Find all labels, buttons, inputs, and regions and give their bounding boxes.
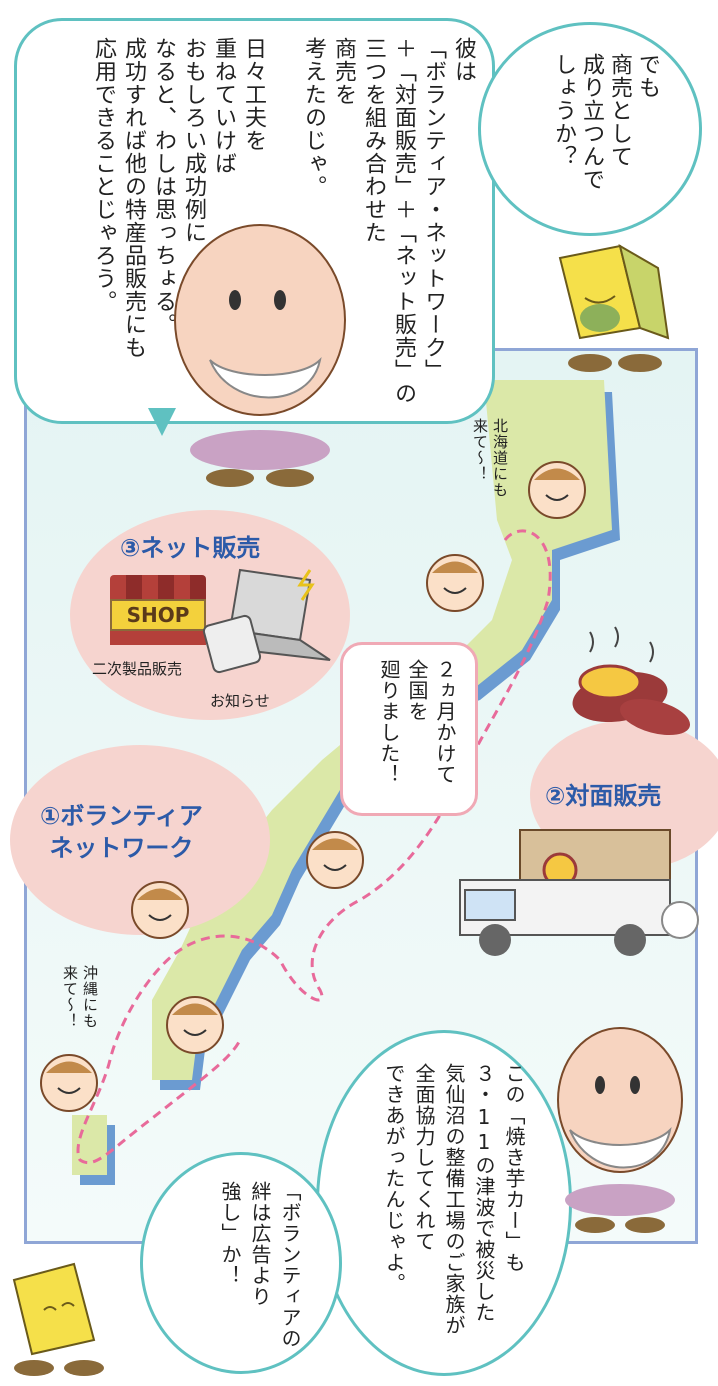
bottom-right-bubble-text: この「焼き芋カー」も ３・11の津波で被災した 気仙沼の整備工場のご家族が 全面…	[382, 1063, 526, 1336]
bottom-left-bubble-text: 「ボランティアの 絆は広告より 強し」か！	[218, 1181, 302, 1349]
shop-sign: SHOP	[110, 599, 206, 631]
yellow-character-icon	[12, 1262, 104, 1376]
old-man-icon	[174, 224, 346, 487]
yellow-character-icon	[558, 243, 670, 372]
secondary-sales-label: 二次製品販売	[92, 660, 183, 678]
net-sales-title: ③ネット販売	[120, 534, 261, 562]
face-icon	[528, 461, 586, 519]
notice-label: お知らせ	[210, 692, 270, 710]
shop-base	[110, 631, 206, 645]
face-to-face-title: ②対面販売	[545, 782, 662, 810]
face-icon	[131, 881, 189, 939]
truck-icon	[459, 829, 699, 956]
top-left-speech-bubble: 彼は 「ボランティア・ネットワーク」 ＋「対面販売」＋「ネット販売」の 三つを組…	[14, 18, 495, 424]
shop-awning	[110, 575, 206, 599]
top-right-bubble-text: でも 商売として 成り立つんで しょうか？	[551, 53, 660, 191]
route-line	[76, 529, 552, 1165]
bubble-tail	[148, 408, 176, 436]
face-icon	[40, 1054, 98, 1112]
face-icon	[306, 831, 364, 889]
okinawa-speech: 沖縄にも 来て〜！	[61, 965, 99, 1029]
shop-icon: SHOP	[110, 575, 206, 645]
hokkaido-speech: 北海道にも 来て〜！	[471, 418, 509, 498]
laptop-icon	[202, 568, 331, 674]
volunteer-network-title: ①ボランティア ネットワーク	[40, 802, 203, 862]
top-left-bubble-text: 彼は 「ボランティア・ネットワーク」 ＋「対面販売」＋「ネット販売」の 三つを組…	[91, 37, 476, 405]
tour-speech-bubble: ２ヵ月かけて 全国を 廻りました！	[340, 642, 478, 816]
face-icon	[426, 554, 484, 612]
tour-bubble-text: ２ヵ月かけて 全国を 廻りました！	[377, 659, 457, 785]
bottom-left-speech-bubble: 「ボランティアの 絆は広告より 強し」か！	[140, 1152, 342, 1374]
sweet-potato-icon	[572, 626, 691, 736]
old-man-icon	[557, 1027, 683, 1233]
top-right-speech-bubble: でも 商売として 成り立つんで しょうか？	[478, 22, 702, 236]
face-icon	[166, 996, 224, 1054]
